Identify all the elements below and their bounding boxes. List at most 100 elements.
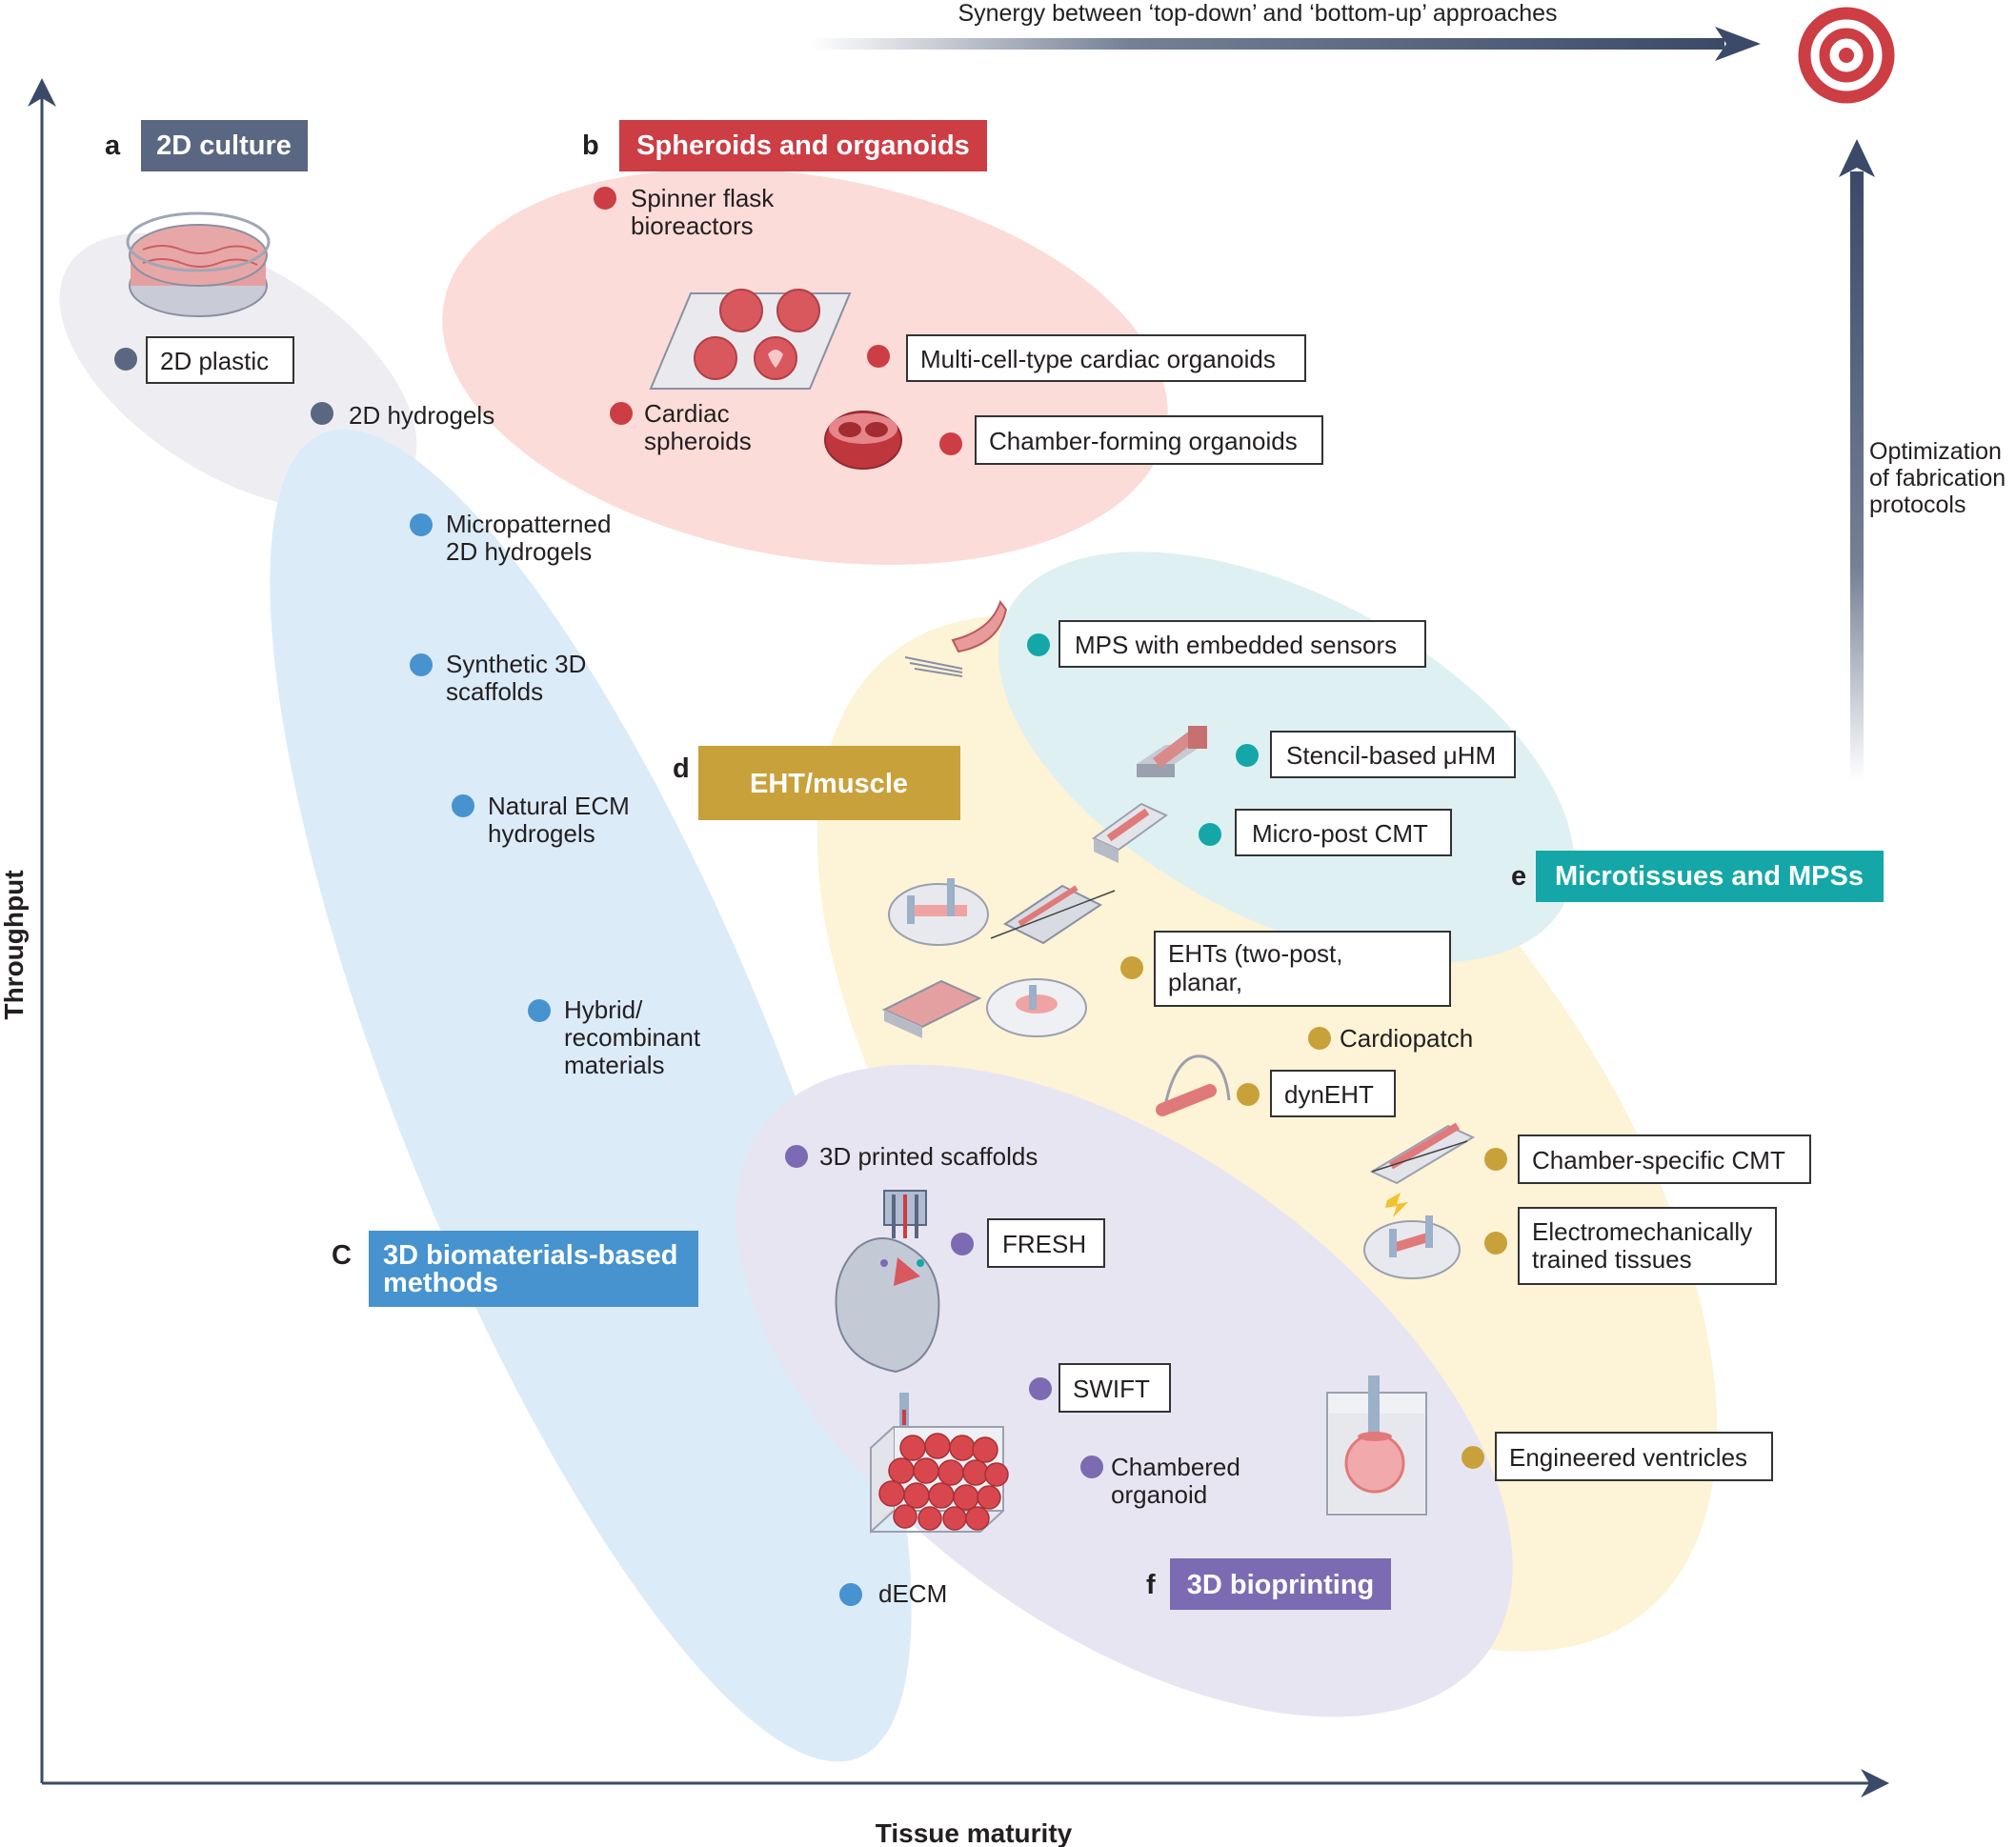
item-chamber-forming-organoids: Chamber-forming organoids <box>939 415 1323 465</box>
item-label-line: organoid <box>1111 1480 1207 1509</box>
optimization-arrow-shaft <box>1850 171 1864 781</box>
item-label-line: recombinant <box>564 1023 701 1052</box>
item-ehts: EHTs (two-post, planar, <box>1120 931 1451 1007</box>
item-label: MPS with embedded sensors <box>1075 631 1397 659</box>
category-header-box <box>1170 1558 1391 1610</box>
item-label-line: Hybrid/ <box>564 995 643 1024</box>
item-label: Synthetic 3D scaffolds <box>446 650 594 706</box>
item-label-line: Chambered <box>1111 1453 1240 1481</box>
item-label-line: bioreactors <box>631 211 754 240</box>
category-header-box <box>141 120 308 171</box>
ellipse-eht-muscle <box>816 615 1718 1652</box>
optimization-label-line: Optimization <box>1869 438 2002 465</box>
label-box <box>1518 1134 1811 1184</box>
item-label: Spinner flask bioreactors <box>631 184 781 240</box>
category-title: 3D bioprinting <box>1187 1570 1375 1600</box>
category-letter: C <box>332 1240 352 1271</box>
category-letter: f <box>1146 1570 1156 1600</box>
category-header-box <box>698 746 960 820</box>
item-label: Chamber-specific CMT <box>1532 1146 1785 1174</box>
category-letter: e <box>1511 861 1526 892</box>
marker-dot <box>1236 744 1259 767</box>
item-2d-plastic: 2D plastic <box>114 336 294 384</box>
marker-dot <box>1080 1456 1103 1478</box>
chamber-specific-device-icon <box>1369 1122 1476 1185</box>
label-box <box>1154 931 1451 1007</box>
category-title: Microtissues and MPSs <box>1555 861 1864 892</box>
synergy-arrow-shaft <box>810 38 1724 50</box>
item-label-line: Electromechanically <box>1532 1217 1752 1246</box>
item-label-line: Spinner flask <box>631 184 775 212</box>
item-electromechanical: Electromechanically trained tissues <box>1484 1207 1777 1285</box>
electromechanical-device-icon <box>1363 1193 1461 1279</box>
item-micropatterned-hydrogels: Micropatterned 2D hydrogels <box>410 510 618 566</box>
item-label: dynEHT <box>1284 1080 1374 1109</box>
stencil-device-icon <box>1137 726 1207 777</box>
item-swift: SWIFT <box>1029 1363 1171 1413</box>
marker-dot <box>1120 956 1143 979</box>
label-box <box>906 334 1306 382</box>
item-label: 3D printed scaffolds <box>819 1142 1038 1171</box>
marker-dot <box>867 345 890 368</box>
category-header-box <box>369 1231 698 1307</box>
marker-dot <box>939 432 962 455</box>
marker-dot <box>410 653 433 676</box>
item-chamber-specific-cmt: Chamber-specific CMT <box>1484 1134 1811 1184</box>
item-label: Stencil-based μHM <box>1286 741 1496 770</box>
bioprinted-ventricle-icon <box>1326 1375 1427 1516</box>
item-label: Cardiopatch <box>1340 1024 1473 1053</box>
item-hybrid-materials: Hybrid/ recombinant materials <box>528 995 701 1079</box>
label-box <box>975 415 1323 465</box>
y-axis-label: Throughput <box>0 870 29 1019</box>
item-label-line: Cardiac <box>644 399 730 428</box>
item-label-line: scaffolds <box>446 677 543 706</box>
item-label-line: Natural ECM <box>488 792 630 820</box>
lightning-icon <box>1385 1193 1408 1217</box>
mps-sensor-icon <box>904 599 1008 677</box>
marker-dot <box>785 1145 808 1168</box>
marker-dot <box>528 999 551 1022</box>
marker-dot <box>1199 823 1221 846</box>
item-spinner-flask: Spinner flask bioreactors <box>594 184 781 240</box>
spheroid-plate-icon <box>649 289 852 390</box>
label-box <box>1235 809 1452 856</box>
optimization-arrow-head <box>1839 139 1875 177</box>
marker-dot <box>1484 1148 1507 1171</box>
item-label: Engineered ventricles <box>1509 1443 1747 1472</box>
marker-dot <box>452 794 474 817</box>
item-label: Micro-post CMT <box>1252 819 1428 848</box>
category-title: Spheroids and organoids <box>636 130 970 161</box>
optimization-arrow: Optimization of fabrication protocols <box>1839 139 2006 781</box>
marker-dot <box>1484 1232 1507 1255</box>
marker-dot <box>610 402 633 425</box>
swift-cube-icon <box>870 1393 1009 1535</box>
optimization-label-line: protocols <box>1869 492 1966 518</box>
eht-devices-icon <box>881 878 1116 1038</box>
item-label-line: EHTs (two-post, <box>1168 939 1343 968</box>
label-box <box>1058 620 1426 668</box>
ellipse-3d-biomaterials <box>270 429 912 1762</box>
item-label: Cardiac spheroids <box>644 399 752 455</box>
item-cardiac-spheroids: Cardiac spheroids <box>610 399 752 455</box>
label-box <box>987 1218 1105 1268</box>
marker-dot <box>114 348 137 371</box>
category-c: C 3D biomaterials-based methods <box>332 1231 698 1307</box>
item-label: Chamber-forming organoids <box>989 427 1298 455</box>
x-axis-label: Tissue maturity <box>876 1818 1073 1847</box>
item-label-line: planar, <box>1168 968 1242 996</box>
category-e: e Microtissues and MPSs <box>1511 851 1884 902</box>
marker-dot <box>311 402 333 425</box>
category-title: 2D culture <box>156 130 292 161</box>
category-header-box <box>619 120 987 171</box>
marker-dot <box>1308 1027 1331 1050</box>
category-title: EHT/muscle <box>750 769 908 799</box>
item-label-line: Micropatterned <box>446 510 611 538</box>
label-box <box>1058 1363 1171 1413</box>
item-label: Micropatterned 2D hydrogels <box>446 510 618 566</box>
category-letter: d <box>673 753 690 784</box>
category-b: b Spheroids and organoids <box>582 120 987 171</box>
marker-dot <box>594 187 616 210</box>
item-cardiopatch: Cardiopatch <box>1308 1024 1473 1053</box>
item-multicell-organoids: Multi-cell-type cardiac organoids <box>867 334 1306 382</box>
petri-dish-icon <box>126 211 271 317</box>
